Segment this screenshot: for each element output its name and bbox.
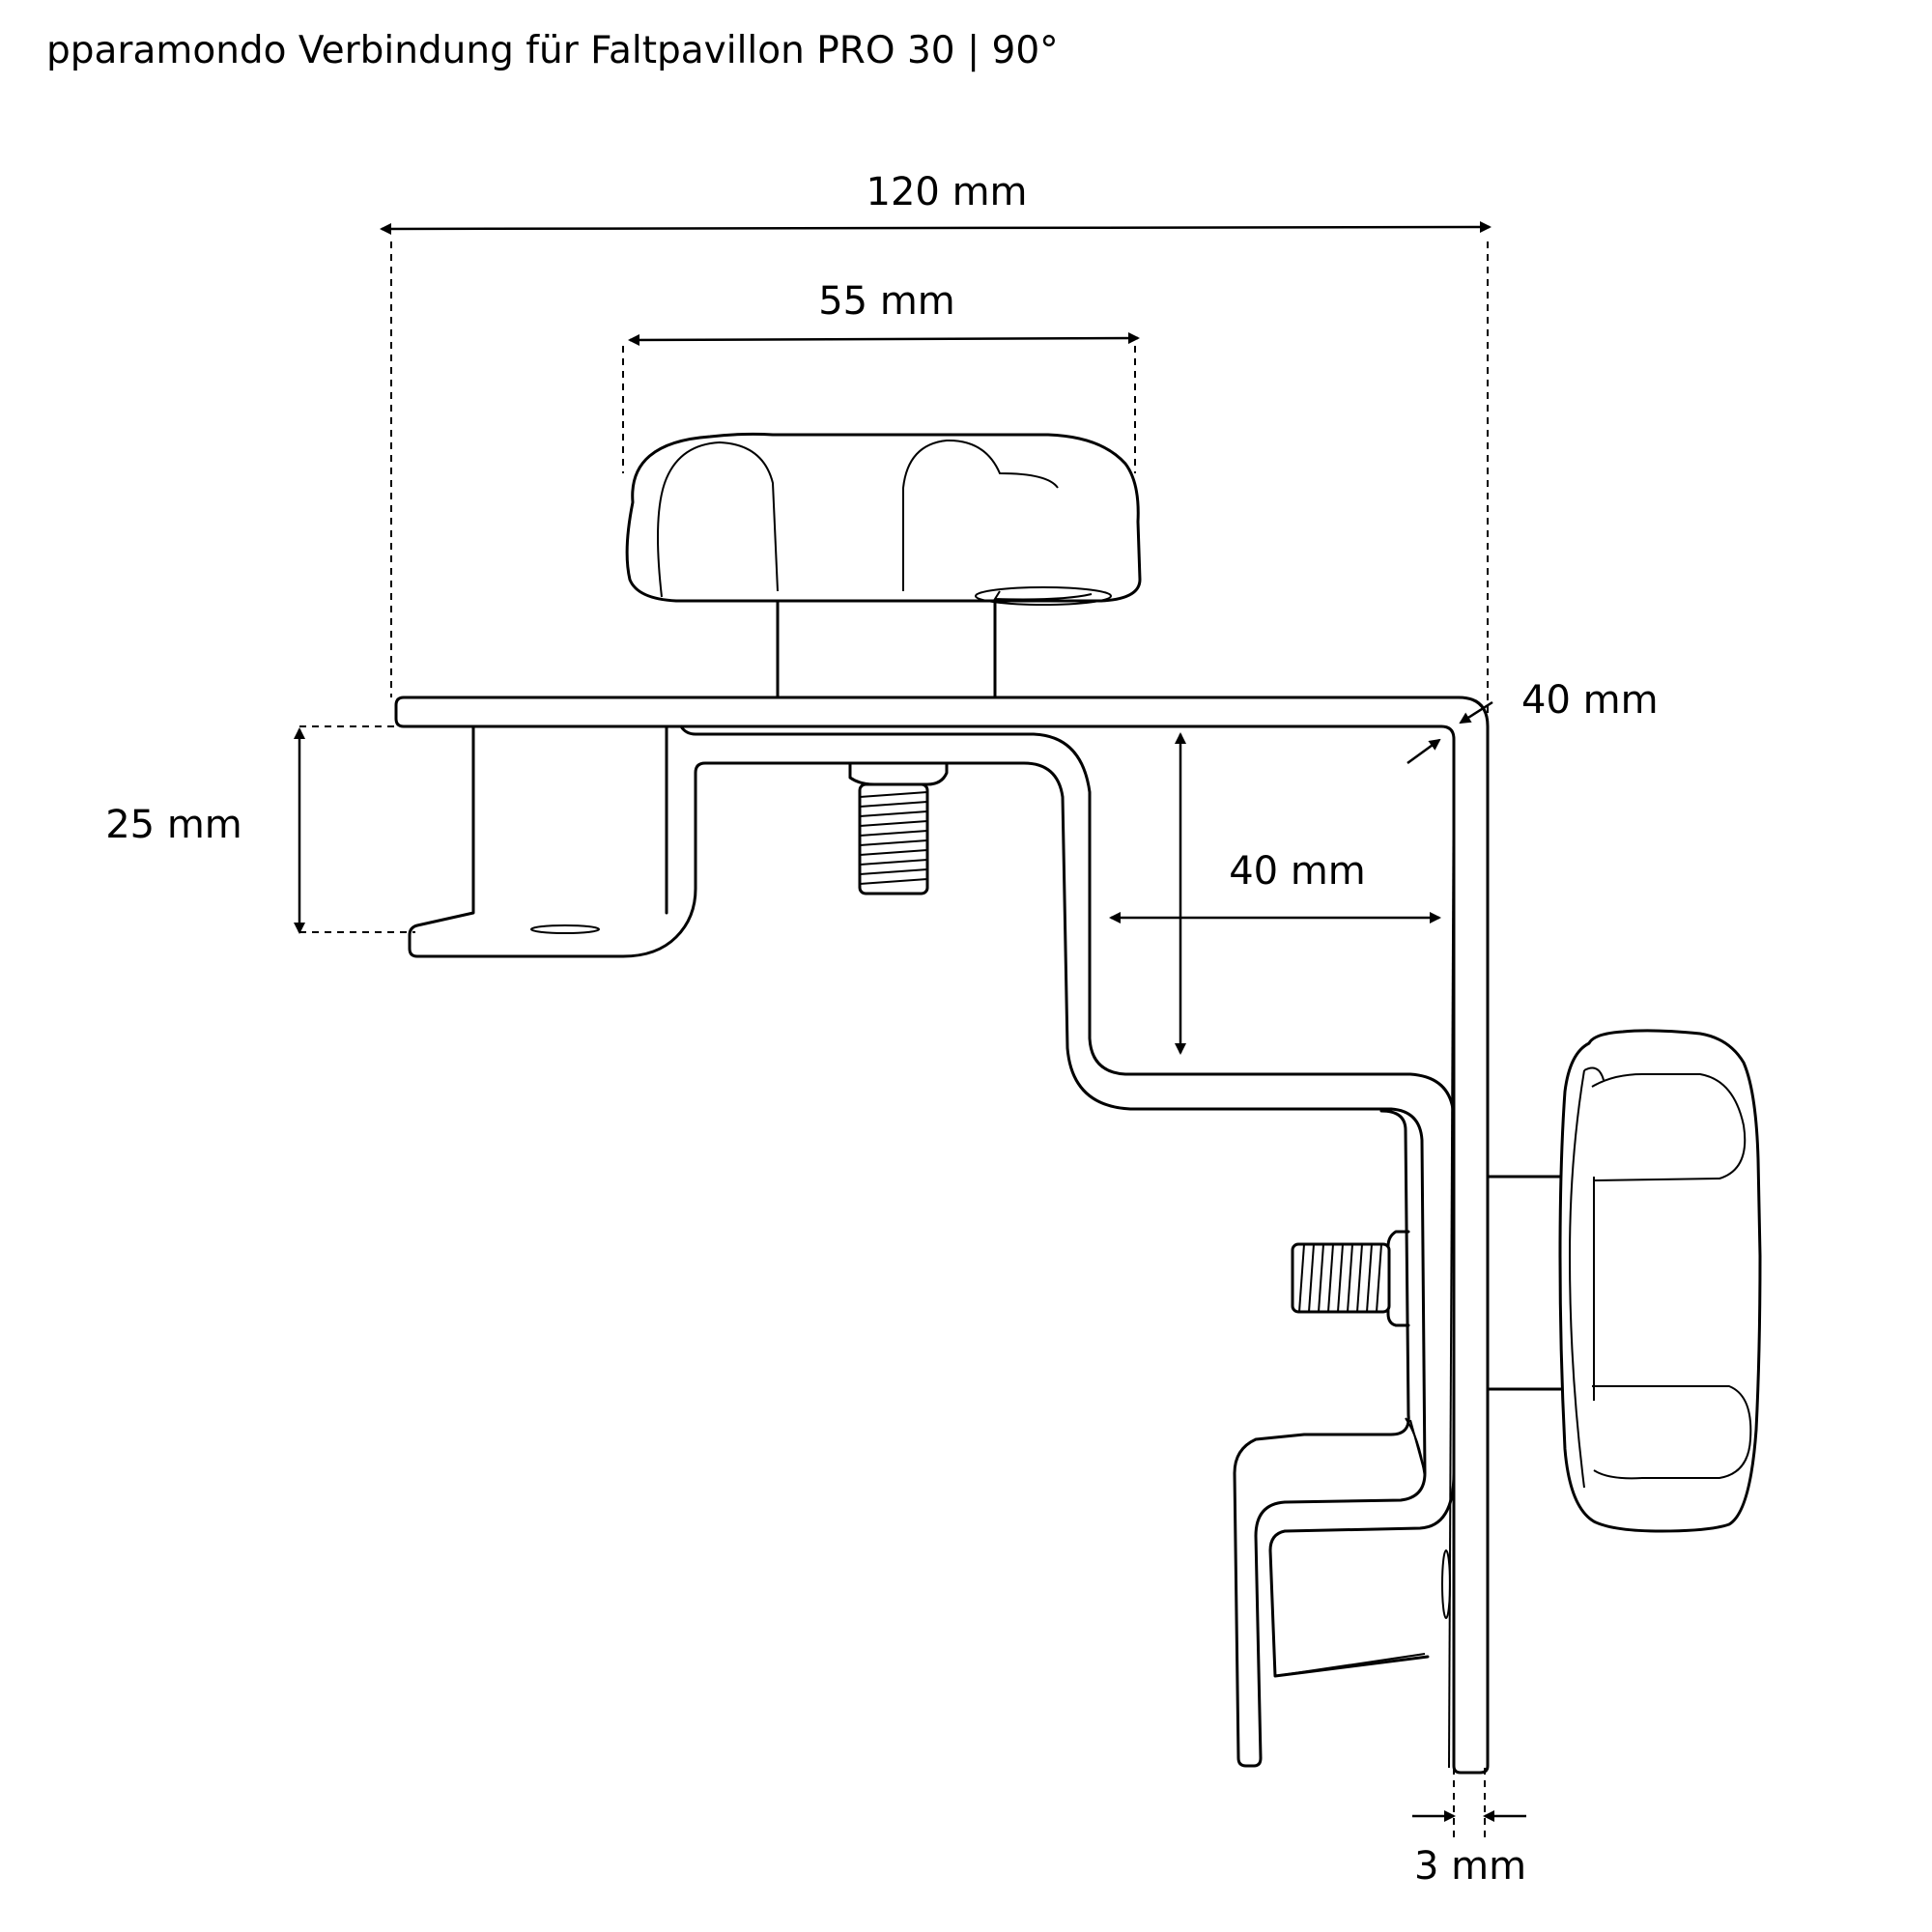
dim-label-corner-depth: 40 mm <box>1521 678 1659 723</box>
dimension-lines <box>294 221 1526 1822</box>
top-knob <box>625 432 1142 699</box>
side-knob <box>1486 1029 1762 1533</box>
dim-label-knob-width: 55 mm <box>818 279 955 324</box>
dim-label-plate-thickness: 3 mm <box>1414 1844 1526 1889</box>
top-bolt <box>848 761 949 895</box>
dim-label-inner-width: 40 mm <box>1229 849 1366 894</box>
dim-label-bracket-height: 25 mm <box>105 803 242 847</box>
left-clip <box>408 724 1456 1768</box>
diagram-title: pparamondo Verbindung für Faltpavillon P… <box>46 29 1059 72</box>
extension-lines <box>299 242 1489 1840</box>
side-bolt <box>1291 1230 1410 1327</box>
dim-label-overall-width: 120 mm <box>867 170 1028 214</box>
